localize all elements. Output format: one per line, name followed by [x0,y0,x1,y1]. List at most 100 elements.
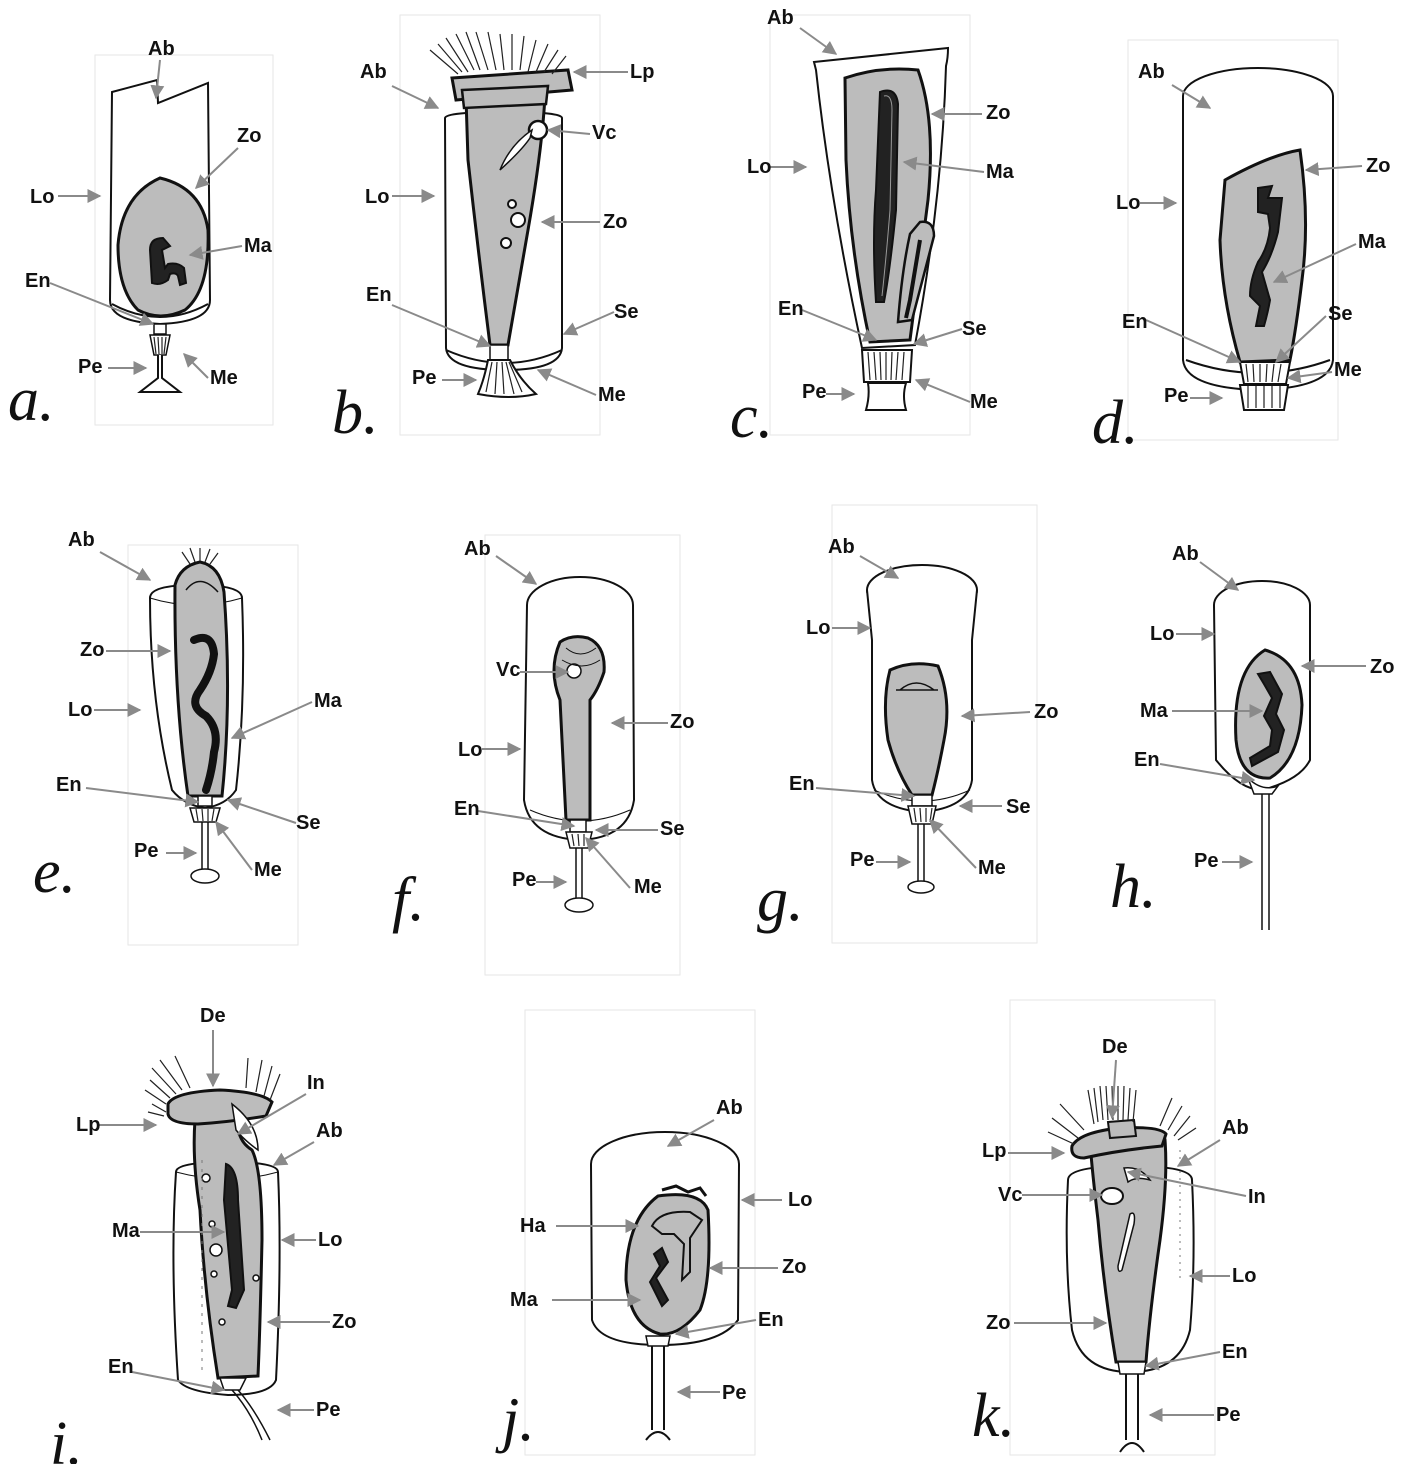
label-i-ab: Ab [316,1120,343,1142]
label-d-lo: Lo [1116,192,1140,214]
peduncle-i [232,1390,270,1440]
label-c-me: Me [970,391,998,413]
label-e-zo: Zo [80,639,104,661]
label-f-lo: Lo [458,739,482,761]
label-d-pe: Pe [1164,385,1188,407]
peduncle-c [866,383,906,410]
label-k-zo: Zo [986,1312,1010,1334]
label-c-lo: Lo [747,156,771,178]
label-g-pe: Pe [850,849,874,871]
panel-h [1214,581,1310,930]
label-c-pe: Pe [802,381,826,403]
arrow-e-ab [100,552,150,580]
peduncle-f [565,898,593,912]
label-e-ma: Ma [314,690,343,712]
label-k-de: De [1102,1036,1128,1058]
label-a-ma: Ma [244,235,273,257]
label-f-pe: Pe [512,869,536,891]
panel-c [770,15,970,435]
vacuole-k [1101,1188,1123,1204]
label-c-ma: Ma [986,161,1015,183]
label-i-de: De [200,1005,226,1027]
panel-k [1010,1000,1215,1455]
label-i-lp: Lp [76,1114,100,1136]
peduncle-g [908,881,934,893]
label-g-se: Se [1006,796,1030,818]
label-e-ab: Ab [68,529,95,551]
label-b-ab: Ab [360,61,387,83]
panel-letter-b: b. [332,379,379,447]
label-a-lo: Lo [30,186,54,208]
label-g-ab: Ab [828,536,855,558]
label-j-ma: Ma [510,1289,539,1311]
label-d-ma: Ma [1358,231,1387,253]
label-g-en: En [789,773,815,795]
label-j-ha: Ha [520,1215,546,1237]
panel-letter-e: e. [33,838,76,906]
panel-letter-d: d. [1092,389,1139,457]
arrow-e-me [216,822,252,870]
label-f-ab: Ab [464,538,491,560]
label-k-in: In [1248,1186,1266,1208]
endoplasmic-stalk-a [154,324,166,334]
panel-letter-a: a. [8,366,55,434]
label-a-zo: Zo [237,125,261,147]
label-k-vc: Vc [998,1184,1022,1206]
label-a-ab: Ab [148,38,175,60]
label-g-me: Me [978,857,1006,879]
label-j-ab: Ab [716,1097,743,1119]
arrow-b-se [564,312,614,334]
panel-letter-k: k. [972,1382,1015,1450]
label-k-pe: Pe [1216,1404,1240,1426]
arrow-c-ab [800,28,836,54]
label-i-lo: Lo [318,1229,342,1251]
panel-letter-g: g. [757,866,804,934]
lip-i [168,1090,272,1124]
label-k-lo: Lo [1232,1265,1256,1287]
label-j-en: En [758,1309,784,1331]
label-b-en: En [366,284,392,306]
label-j-pe: Pe [722,1382,746,1404]
label-h-en: En [1134,749,1160,771]
label-d-en: En [1122,311,1148,333]
label-h-lo: Lo [1150,623,1174,645]
label-e-pe: Pe [134,840,158,862]
arrow-c-se [914,329,962,344]
peduncle-j [652,1346,664,1430]
label-f-en: En [454,798,480,820]
panel-g [832,505,1037,943]
panel-e [128,545,298,945]
label-e-lo: Lo [68,699,92,721]
panel-letter-j: j. [495,1386,535,1454]
arrow-f-me [586,838,630,888]
arrow-b-ab [392,86,438,108]
arrow-e-se [228,800,296,823]
label-k-en: En [1222,1341,1248,1363]
membrane-a [150,335,170,355]
label-e-me: Me [254,859,282,881]
arrow-f-ab [496,556,536,584]
panel-letter-i: i. [50,1410,83,1464]
peduncle-a [140,355,180,392]
panel-i [145,1056,280,1440]
label-b-se: Se [614,301,638,323]
cilia-b [430,32,566,74]
label-h-ma: Ma [1140,700,1169,722]
label-d-me: Me [1334,359,1362,381]
label-g-lo: Lo [806,617,830,639]
peduncle-e [191,869,219,883]
label-i-in: In [307,1072,325,1094]
label-f-me: Me [634,876,662,898]
peduncle-k [1126,1374,1138,1440]
arrow-k-ab [1178,1140,1220,1166]
label-f-vc: Vc [496,659,520,681]
label-d-ab: Ab [1138,61,1165,83]
label-b-zo: Zo [603,211,627,233]
label-c-se: Se [962,318,986,340]
label-b-vc: Vc [592,122,616,144]
panel-f [485,535,680,975]
panel-letter-c: c. [730,383,773,451]
label-a-pe: Pe [78,356,102,378]
label-d-zo: Zo [1366,155,1390,177]
